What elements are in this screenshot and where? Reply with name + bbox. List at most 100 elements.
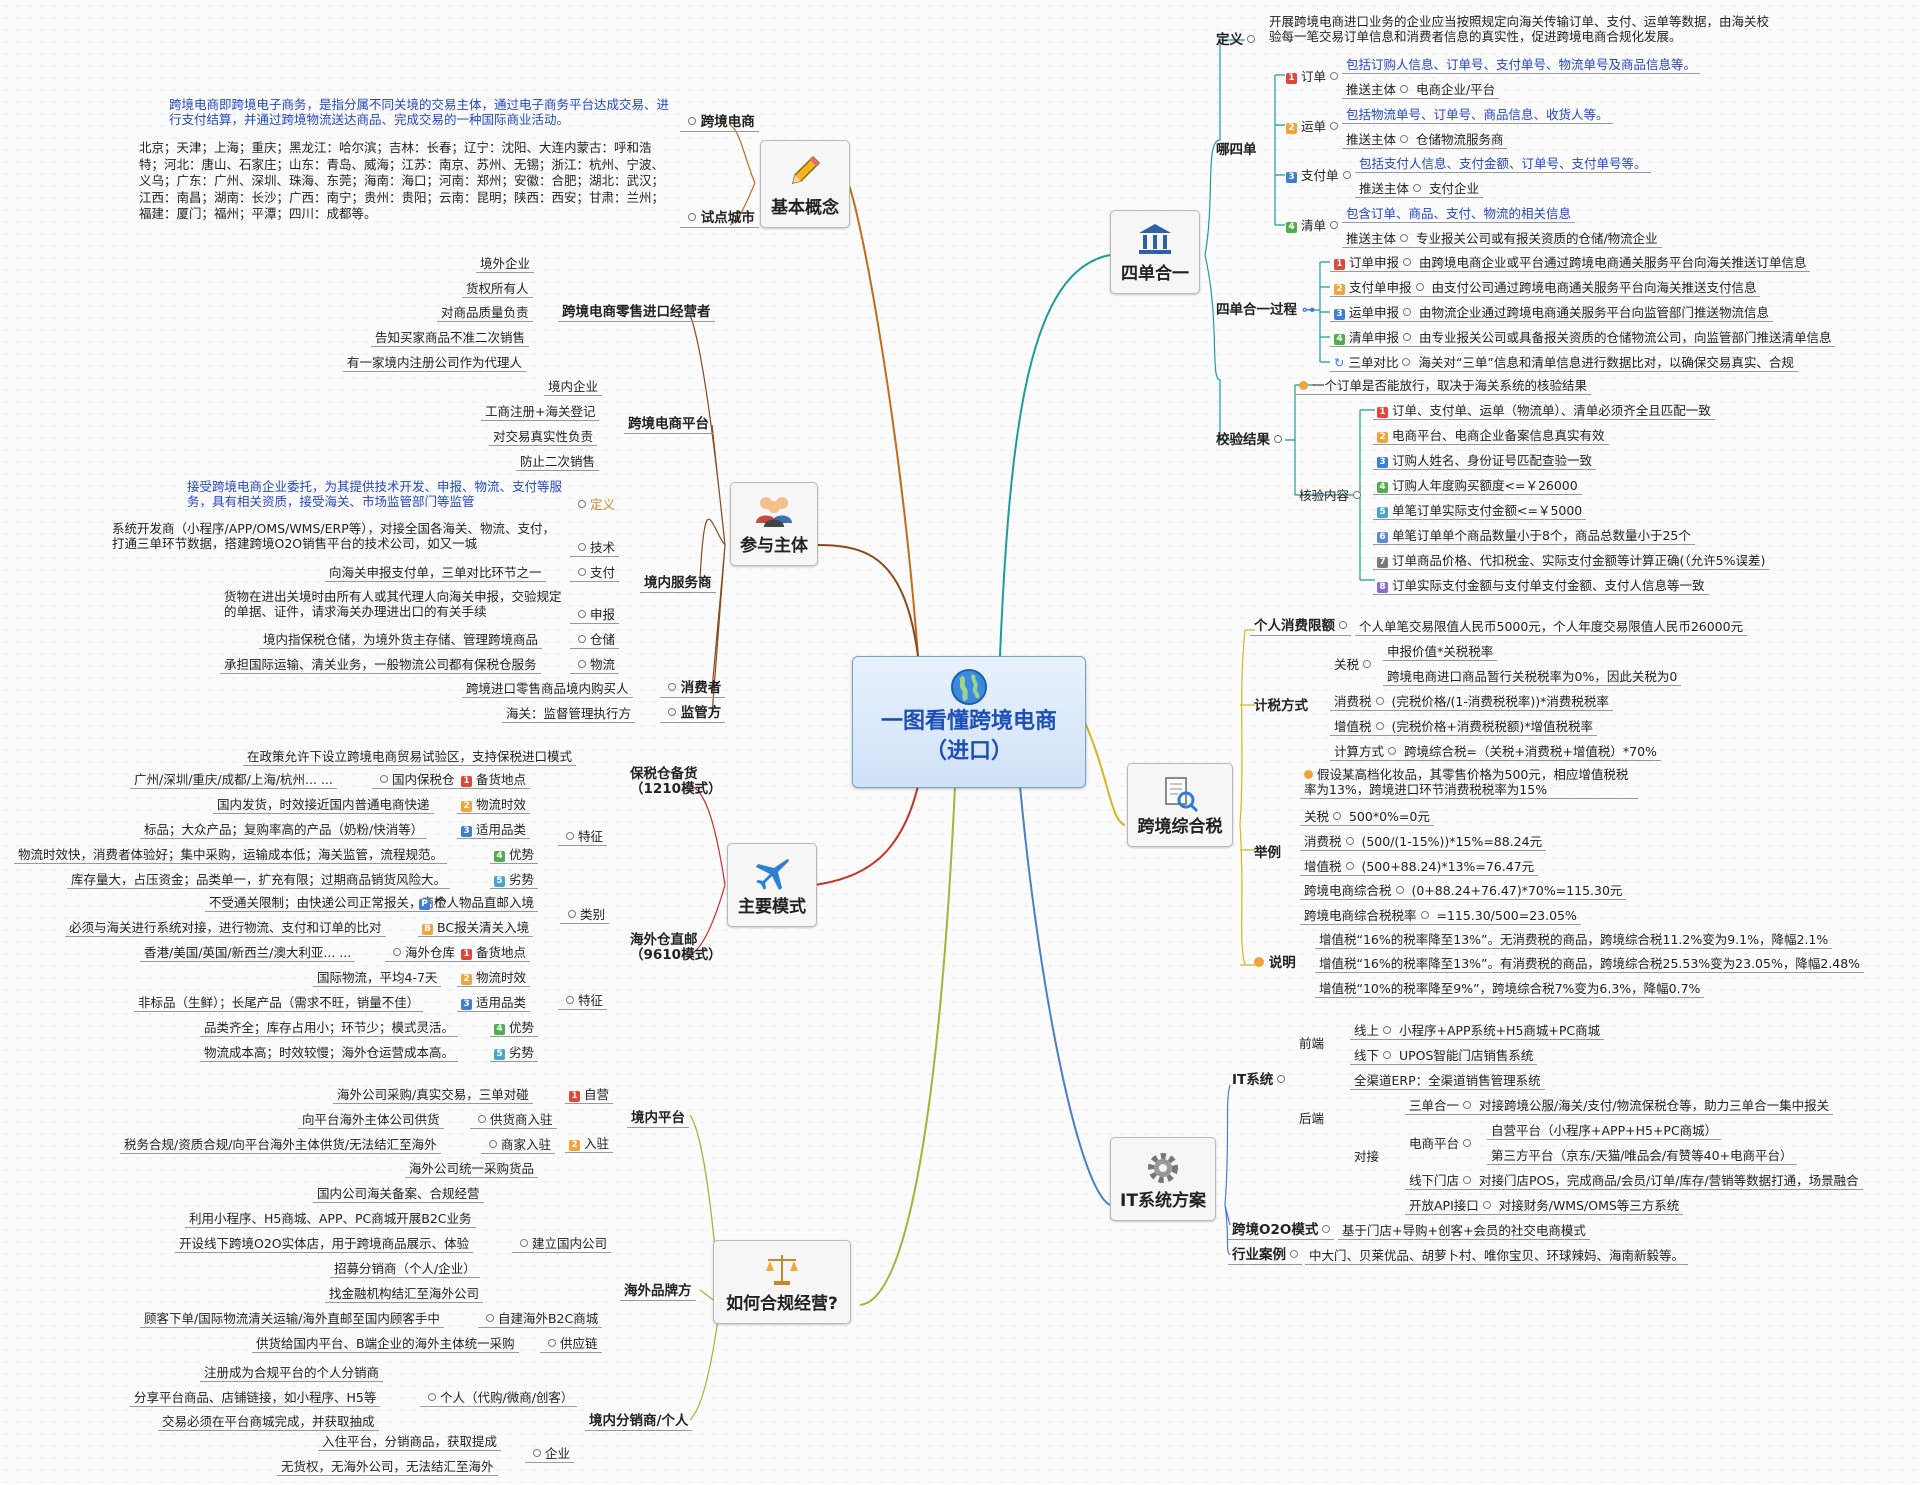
node-retail-import-operator[interactable]: 跨境电商零售进口经营者: [558, 304, 715, 322]
node-o2o-value: 基于门店+导购+创客+会员的社交电商模式: [1338, 1222, 1590, 1240]
node-backend: 后端: [1299, 1111, 1325, 1126]
node-paybill-info: 包括支付人信息、支付金额、订单号、支付单号等。: [1355, 155, 1651, 173]
topic-title: 主要模式: [738, 897, 806, 917]
node-supply-chain-value: 供货给国内平台、B端企业的海外主体统一采购: [252, 1335, 519, 1353]
central-subtitle: （进口）: [924, 739, 1013, 764]
topic-four-in-one[interactable]: 四单合一: [1110, 210, 1200, 294]
node-check-content: 核验内容: [1295, 487, 1365, 504]
gear-icon: [1111, 1148, 1215, 1192]
node-direct-mail-mode[interactable]: 海外仓直邮（9610模式）: [630, 932, 722, 963]
node-merchant-settle: 商家入驻: [481, 1136, 555, 1154]
node-o2o-mode[interactable]: 跨境O2O模式: [1228, 1222, 1335, 1240]
node-dc-item: 开设线下跨境O2O实体店，用于跨境商品展示、体验: [175, 1235, 474, 1253]
document-search-icon: [1128, 774, 1232, 818]
node-tax-note[interactable]: 说明: [1250, 955, 1300, 972]
topic-main-modes[interactable]: 主要模式: [727, 843, 817, 927]
node-ex-rate: 跨境电商综合税税率 =115.30/500=23.05%: [1300, 907, 1581, 925]
node-individual: 个人（代购/微商/创客）: [420, 1389, 578, 1407]
node-pilot-cities[interactable]: 试点城市: [680, 210, 759, 228]
node-domestic-platform[interactable]: 境内平台: [627, 1110, 689, 1128]
node-tax-example[interactable]: 举例: [1254, 845, 1281, 861]
topic-compliance[interactable]: 如何合规经营?: [713, 1240, 851, 1324]
node-service-ware-text: 境内指保税仓储，为境外货主存储、管理跨境商品: [259, 631, 543, 649]
node-bonded-desc: 在政策允许下设立跨境电商贸易试验区，支持保税进口模式: [243, 748, 577, 766]
node-service-log-text: 承担国际运输、清关业务，一般物流公司都有保税仓服务: [220, 656, 541, 674]
node-industry-cases[interactable]: 行业案例: [1228, 1247, 1302, 1265]
node-individual-item: 交易必须在平台商城完成，并获取抽成: [158, 1413, 379, 1431]
node-service-log: 物流: [570, 656, 619, 674]
node-dc-item: 招募分销商（个人/企业）: [330, 1260, 480, 1278]
node-direct-feature: 特征: [558, 992, 607, 1010]
node-service-pay-text: 向海关申报支付单，三单对比环节之一: [325, 564, 546, 582]
node-enterprise-item: 无货权，无海外公司，无法结汇至海外: [277, 1458, 498, 1476]
node-four-process[interactable]: 四单合一过程 ⊶: [1216, 302, 1316, 318]
node-ecommerce-platform: 电商平台: [1405, 1135, 1475, 1152]
topic-title: IT系统方案: [1120, 1191, 1206, 1211]
node-personal-limit-value: 个人单笔交易限值人民币5000元，个人年度交易限值人民币26000元: [1355, 618, 1748, 636]
node-dock: 对接: [1354, 1149, 1380, 1164]
topic-basic-concepts[interactable]: 基本概念: [760, 140, 850, 228]
node-open-api: 开放API接口 对接财务/WMS/OMS等三方系统: [1405, 1197, 1684, 1215]
node-clear-info: 包含订单、商品、支付、物流的相关信息: [1342, 205, 1576, 223]
airplane-icon: [728, 854, 816, 898]
node-dc-item: 国内公司海关备案、合规经营: [313, 1185, 484, 1203]
node-merchant-value: 税务合规/资质合规/向平台海外主体供货/无法结汇至海外: [120, 1136, 441, 1154]
central-topic[interactable]: 一图看懂跨境电商 （进口）: [852, 656, 1086, 788]
node-it-system[interactable]: IT系统: [1228, 1072, 1289, 1089]
node-verify-result[interactable]: 校验结果: [1212, 432, 1286, 449]
node-tax-method[interactable]: 计税方式: [1254, 698, 1308, 714]
node-pilot-cities-text: 北京；天津；上海；重庆；黑龙江：哈尔滨；吉林：长春；辽宁：沈阳、大连内蒙古：呼和…: [139, 140, 665, 221]
node-overseas-brand[interactable]: 海外品牌方: [620, 1283, 696, 1301]
node-tariff-rate: 跨境电商进口商品暂行关税税率为0%，因此关税为0: [1383, 668, 1682, 686]
node-individual-item: 分享平台商品、店铺链接，如小程序、H5等: [130, 1389, 381, 1407]
node-ex-total: 跨境电商综合税 (0+88.24+76.47)*70%=115.30元: [1300, 882, 1627, 900]
node-retail-item: 告知买家商品不准二次销售: [371, 329, 530, 347]
node-direct-category: 类别: [560, 906, 609, 924]
node-regulator-text: 海关：监督管理执行方: [502, 705, 636, 723]
topic-cross-border-tax[interactable]: 跨境综合税: [1127, 763, 1233, 847]
node-service-declare-text: 货物在进出关境时由所有人或其代理人向海关申报，交验规定的单据、证件，请求海关办理…: [224, 589, 562, 619]
node-offline-store: 线下门店 对接门店POS，完成商品/会员/订单/库存/营销等数据打通，场景融合: [1405, 1172, 1863, 1190]
node-bonded-time-value: 国内发货，时效接近国内普通电商快递: [213, 796, 434, 814]
node-note-item: 增值税“16%的税率降至13%”。无消费税的商品，跨境综合税11.2%变为9.1…: [1315, 931, 1833, 949]
node-domestic-distributor[interactable]: 境内分销商/个人: [585, 1413, 693, 1431]
node-cross-border-ecommerce[interactable]: 跨境电商: [680, 114, 759, 132]
node-retail-item: 有一家境内注册公司作为代理人: [343, 354, 527, 372]
node-cross-border-platform[interactable]: 跨境电商平台: [624, 416, 713, 434]
node-domestic-service-provider[interactable]: 境内服务商: [640, 575, 716, 593]
topic-participants[interactable]: 参与主体: [730, 482, 818, 566]
node-service-definition: 接受跨境电商企业委托，为其提供技术开发、申报、物流、支付等服务，具有相关资质，接…: [187, 479, 563, 509]
node-vat: 增值税 (完税价格+消费税税额)*增值税税率: [1330, 718, 1597, 736]
node-bonded-mode[interactable]: 保税仓备货（1210模式）: [630, 766, 722, 797]
node-definition[interactable]: 定义: [1212, 32, 1259, 49]
node-personal-limit[interactable]: 个人消费限额: [1250, 618, 1351, 636]
topic-title: 参与主体: [740, 536, 808, 556]
node-retail-item: 货权所有人: [462, 280, 533, 298]
node-platform-item: 防止二次销售: [516, 453, 600, 471]
node-which-four[interactable]: 哪四单: [1216, 142, 1257, 158]
node-platform-item: 境内企业: [544, 378, 603, 396]
node-enterprise-item: 入住平台，分销商品，获取提成: [318, 1433, 502, 1451]
node-service-ware: 仓储: [570, 631, 619, 649]
node-offline: 线下 UPOS智能门店销售系统: [1350, 1047, 1538, 1065]
topic-title: 如何合规经营?: [726, 1294, 838, 1314]
people-icon: [731, 493, 817, 533]
node-service-tech: 技术: [570, 539, 619, 557]
node-consumer[interactable]: 消费者: [660, 680, 726, 698]
pencil-icon: [761, 151, 849, 195]
topic-it-system[interactable]: IT系统方案: [1110, 1137, 1216, 1221]
node-regulator[interactable]: 监管方: [660, 705, 726, 723]
